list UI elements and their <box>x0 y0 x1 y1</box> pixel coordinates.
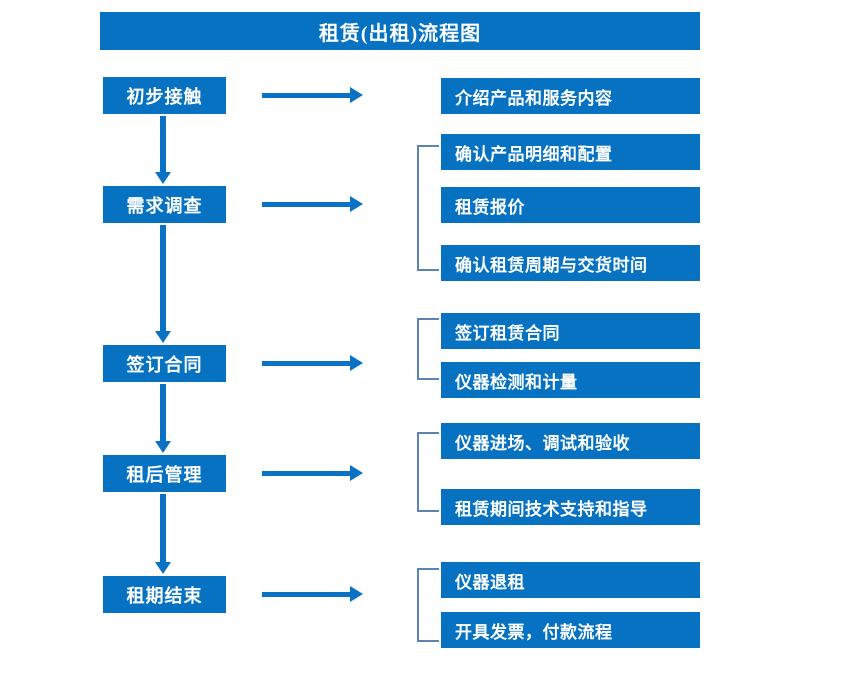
detail-box-5[interactable]: 签订租赁合同 <box>441 313 700 349</box>
right-arrow-icon-4 <box>262 465 363 481</box>
detail-box-3[interactable]: 租赁报价 <box>441 187 700 223</box>
right-arrow-icon-3 <box>262 355 363 371</box>
page-title: 租赁(出租)流程图 <box>100 12 700 50</box>
detail-box-1[interactable]: 介绍产品和服务内容 <box>441 78 700 114</box>
detail-box-6[interactable]: 仪器检测和计量 <box>441 362 700 398</box>
detail-box-2[interactable]: 确认产品明细和配置 <box>441 134 700 170</box>
bracket-icon-group-1 <box>417 145 439 271</box>
stage-box-2[interactable]: 需求调查 <box>103 186 226 223</box>
down-arrow-icon-4 <box>155 494 171 574</box>
right-arrow-icon-2 <box>262 196 363 212</box>
detail-box-4[interactable]: 确认租赁周期与交货时间 <box>441 245 700 281</box>
bracket-icon-group-3 <box>417 432 439 512</box>
detail-box-7[interactable]: 仪器进场、调试和验收 <box>441 423 700 459</box>
detail-box-8[interactable]: 租赁期间技术支持和指导 <box>441 489 700 525</box>
down-arrow-icon-2 <box>155 225 171 343</box>
stage-box-4[interactable]: 租后管理 <box>103 455 226 492</box>
bracket-icon-group-2 <box>417 318 439 380</box>
detail-box-9[interactable]: 仪器退租 <box>441 562 700 598</box>
detail-box-10[interactable]: 开具发票，付款流程 <box>441 612 700 648</box>
right-arrow-icon-5 <box>262 586 363 602</box>
down-arrow-icon-3 <box>155 384 171 453</box>
right-arrow-icon-1 <box>262 87 363 103</box>
down-arrow-icon-1 <box>155 116 171 184</box>
bracket-icon-group-4 <box>417 568 439 642</box>
stage-box-1[interactable]: 初步接触 <box>103 77 226 114</box>
stage-box-5[interactable]: 租期结束 <box>103 576 226 613</box>
stage-box-3[interactable]: 签订合同 <box>103 345 226 382</box>
